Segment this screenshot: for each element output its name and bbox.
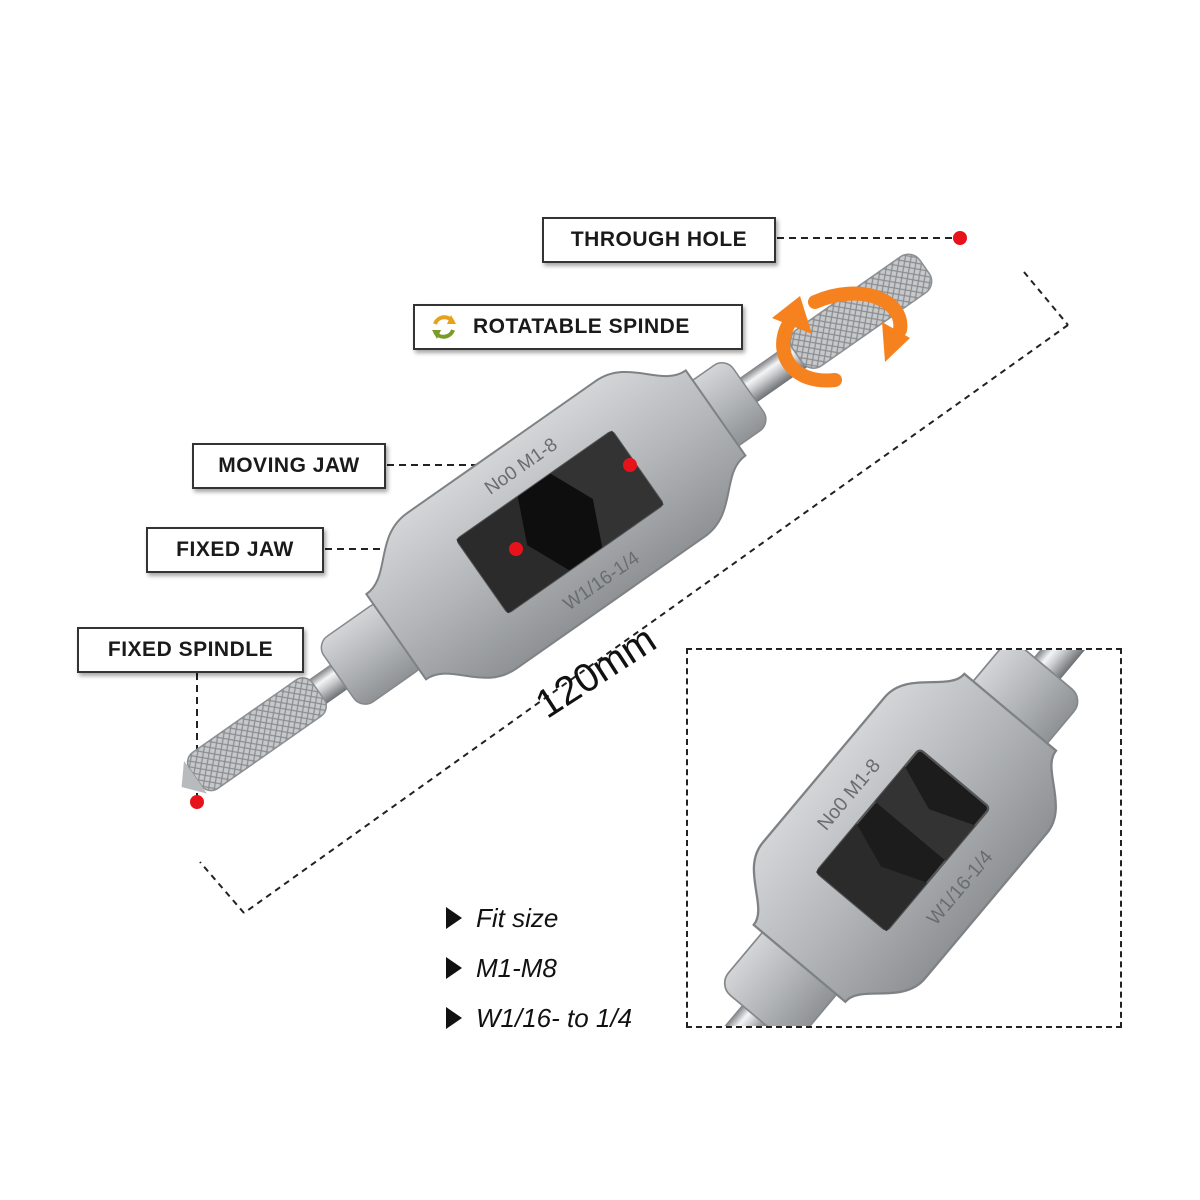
label-fixed-spindle: FIXED SPINDLE <box>77 627 304 673</box>
red-markers <box>190 231 967 809</box>
knurled-grip-right <box>789 253 933 369</box>
label-moving-jaw-text: MOVING JAW <box>218 454 360 477</box>
triangle-bullet-icon <box>446 1007 462 1029</box>
triangle-bullet-icon <box>446 907 462 929</box>
moving-jaw-shape <box>550 430 664 548</box>
marker-fixed-jaw <box>509 542 523 556</box>
feature-item: W1/16- to 1/4 <box>446 993 632 1043</box>
closeup-inset: No0 M1-8 W1/16-1/4 <box>686 648 1122 1028</box>
rotation-arrow-icon <box>772 286 910 388</box>
feature-text: Fit size <box>476 902 559 933</box>
label-moving-jaw: MOVING JAW <box>192 443 386 489</box>
label-rotatable-spindle: ROTATABLE SPINDE <box>413 304 743 350</box>
marker-through-hole <box>953 231 967 245</box>
feature-list: Fit size M1-M8 W1/16- to 1/4 <box>446 893 632 1043</box>
marker-fixed-spindle <box>190 795 204 809</box>
label-through-hole-text: THROUGH HOLE <box>570 228 748 251</box>
label-through-hole: THROUGH HOLE <box>542 217 776 263</box>
feature-item: Fit size <box>446 893 632 943</box>
feature-text: W1/16- to 1/4 <box>476 1002 633 1033</box>
label-rotatable-spindle-text: ROTATABLE SPINDE <box>473 315 690 338</box>
spindle-tip <box>181 760 207 794</box>
dimension-bracket <box>199 271 1069 914</box>
feature-text: M1-M8 <box>476 952 557 983</box>
feature-item: M1-M8 <box>446 943 632 993</box>
closeup-jaw <box>816 823 928 932</box>
marker-moving-jaw <box>623 458 637 472</box>
label-fixed-jaw-text: FIXED JAW <box>176 538 294 561</box>
closeup-wrench: No0 M1-8 W1/16-1/4 <box>702 650 1104 1026</box>
rotate-arrows-icon <box>432 315 456 339</box>
label-fixed-spindle-text: FIXED SPINDLE <box>107 638 274 661</box>
triangle-bullet-icon <box>446 957 462 979</box>
knurled-grip-left <box>186 677 328 792</box>
v-gap <box>517 473 603 571</box>
label-fixed-jaw: FIXED JAW <box>146 527 324 573</box>
closeup-moving-jaw <box>875 766 976 861</box>
